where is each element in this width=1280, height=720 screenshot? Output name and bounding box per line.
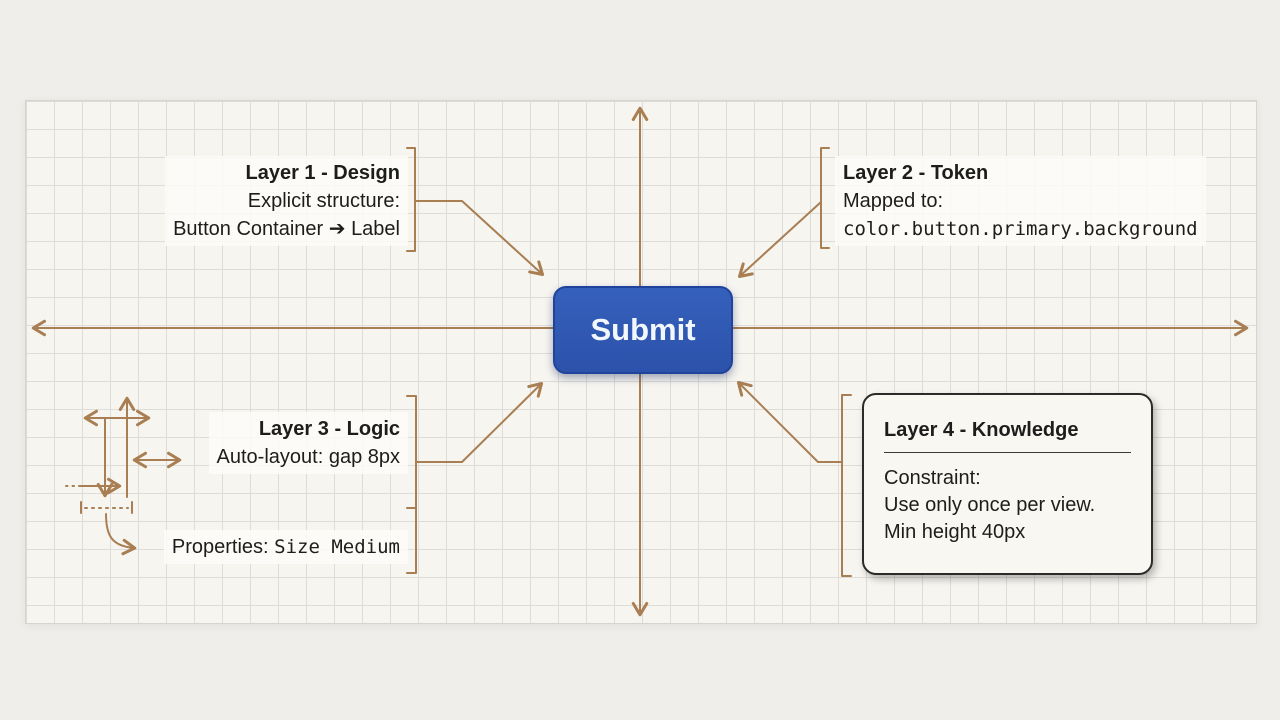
layer1-label-block: Layer 1 - Design Explicit structure: But… bbox=[165, 156, 408, 246]
layer2-bracket bbox=[820, 147, 830, 249]
layer1-line2: Button Container ➔ Label bbox=[173, 218, 400, 240]
layer3-title: Layer 3 - Logic bbox=[258, 418, 400, 440]
layer3-properties-label: Properties: bbox=[171, 536, 275, 558]
layer4-knowledge-card: Layer 4 - Knowledge Constraint: Use only… bbox=[862, 393, 1153, 575]
layer1-bracket bbox=[406, 147, 416, 252]
layer4-title: Layer 4 - Knowledge bbox=[884, 419, 1079, 441]
layer3-connector-arrow bbox=[415, 381, 544, 463]
layer4-bracket bbox=[841, 394, 852, 577]
layer4-connector-arrow bbox=[736, 380, 843, 463]
layer2-title: Layer 2 - Token bbox=[843, 162, 989, 184]
layer2-token-code: color.button.primary.background bbox=[843, 218, 1198, 240]
layer4-line3: Min height 40px bbox=[884, 521, 1026, 543]
layer4-line2: Use only once per view. bbox=[884, 494, 1096, 516]
layer3-line1: Auto-layout: gap 8px bbox=[216, 446, 400, 468]
layer2-line1: Mapped to: bbox=[843, 190, 944, 212]
submit-button[interactable]: Submit bbox=[553, 286, 733, 374]
layer3-bracket bbox=[406, 395, 417, 574]
layer3-properties-block: Properties: Size Medium bbox=[163, 530, 408, 564]
layer2-connector-arrow bbox=[737, 201, 822, 279]
layer1-title: Layer 1 - Design bbox=[245, 162, 400, 184]
layer1-line1: Explicit structure: bbox=[247, 190, 400, 212]
submit-button-label: Submit bbox=[590, 312, 696, 347]
layer1-connector-arrow bbox=[414, 200, 545, 277]
sketch-curved-arrow bbox=[105, 513, 137, 556]
layer3-properties-value: Size Medium bbox=[274, 536, 400, 558]
layer3-label-block: Layer 3 - Logic Auto-layout: gap 8px bbox=[208, 412, 408, 474]
layer2-label-block: Layer 2 - Token Mapped to: color.button.… bbox=[835, 156, 1206, 246]
layer4-divider bbox=[884, 452, 1131, 453]
layer4-line1: Constraint: bbox=[884, 467, 981, 489]
